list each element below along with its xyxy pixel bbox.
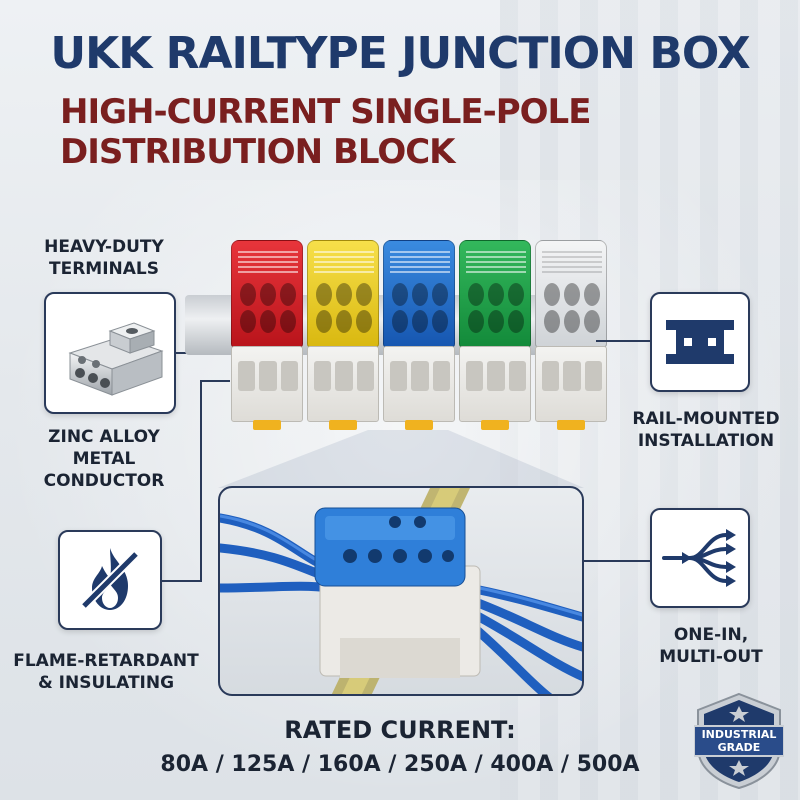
cap-holes: [544, 283, 600, 333]
rail-connector-line: [596, 340, 650, 342]
cap-holes: [316, 283, 372, 333]
block-base: [535, 346, 607, 422]
flame-feature-box: [58, 530, 162, 630]
output-label-line-1: ONE-IN,: [673, 625, 749, 645]
installation-photo: [218, 486, 584, 696]
installed-block-illustration: [220, 488, 582, 694]
split-connector-line: [584, 560, 650, 562]
flame-connector-top: [200, 380, 230, 382]
flame-retardant-label: FLAME-RETARDANT & INSULATING: [8, 650, 204, 694]
flame-label-line-2: & INSULATING: [37, 673, 175, 693]
split-feature-box: [650, 508, 750, 608]
block-clip: [557, 420, 585, 430]
block-green: [459, 240, 531, 430]
block-cap: [383, 240, 455, 348]
block-clip: [405, 420, 433, 430]
rail-label-line-1: RAIL-MOUNTED: [632, 409, 780, 429]
block-cap: [535, 240, 607, 348]
block-red: [231, 240, 303, 430]
badge-line-1: INDUSTRIAL: [701, 728, 777, 741]
terminal-feature-box: [44, 292, 176, 414]
cap-print: [466, 251, 526, 275]
conductor-label-line-1: ZINC ALLOY: [48, 427, 160, 447]
zinc-alloy-label: ZINC ALLOY METAL CONDUCTOR: [24, 426, 184, 492]
block-blue: [383, 240, 455, 430]
block-clear: [535, 240, 607, 430]
block-yellow: [307, 240, 379, 430]
conductor-label-line-3: CONDUCTOR: [43, 471, 165, 491]
one-in-multi-out-label: ONE-IN, MULTI-OUT: [636, 624, 786, 668]
flame-label-line-1: FLAME-RETARDANT: [13, 651, 199, 671]
page-subtitle: HIGH-CURRENT SINGLE-POLE DISTRIBUTION BL…: [60, 92, 760, 172]
rail-label-line-2: INSTALLATION: [637, 431, 775, 451]
flame-connector-h: [162, 580, 202, 582]
subtitle-line-2: DISTRIBUTION BLOCK: [60, 132, 456, 172]
conductor-label-line-2: METAL: [72, 449, 136, 469]
cap-holes: [392, 283, 448, 333]
badge-line-2: GRADE: [717, 741, 761, 754]
subtitle-line-1: HIGH-CURRENT SINGLE-POLE: [60, 92, 591, 132]
page-title: UKK RAILTYPE JUNCTION BOX: [50, 28, 750, 79]
zoom-highlight: [218, 430, 584, 488]
industrial-grade-badge-icon: [694, 692, 784, 790]
cap-print: [390, 251, 450, 275]
block-base: [231, 346, 303, 422]
block-cap: [459, 240, 531, 348]
block-base: [307, 346, 379, 422]
block-clip: [481, 420, 509, 430]
cap-print: [314, 251, 374, 275]
badge-text: INDUSTRIAL GRADE: [694, 728, 784, 754]
output-label-line-2: MULTI-OUT: [659, 647, 763, 667]
rated-current-values: 80A / 125A / 160A / 250A / 400A / 500A: [160, 752, 640, 777]
product-blocks: [185, 240, 607, 450]
block-clip: [329, 420, 357, 430]
terminals-label-line-1: HEAVY-DUTY: [44, 237, 164, 257]
flame-retardant-icon: [80, 548, 140, 610]
rail-feature-box: [650, 292, 750, 392]
cap-print: [238, 251, 298, 275]
block-base: [459, 346, 531, 422]
block-clip: [253, 420, 281, 430]
zinc-terminal-icon: [68, 322, 164, 396]
cap-holes: [468, 283, 524, 333]
terminals-label-line-2: TERMINALS: [48, 259, 159, 279]
block-cap: [307, 240, 379, 348]
flame-connector-v: [200, 380, 202, 580]
one-in-multi-out-icon: [662, 529, 736, 587]
cap-holes: [240, 283, 296, 333]
rail-mounted-label: RAIL-MOUNTED INSTALLATION: [616, 408, 796, 452]
din-rail-icon: [666, 320, 734, 364]
block-base: [383, 346, 455, 422]
heavy-duty-terminals-label: HEAVY-DUTY TERMINALS: [24, 236, 184, 280]
block-cap: [231, 240, 303, 348]
cap-print: [542, 251, 602, 275]
rated-current-label: RATED CURRENT:: [284, 716, 516, 744]
